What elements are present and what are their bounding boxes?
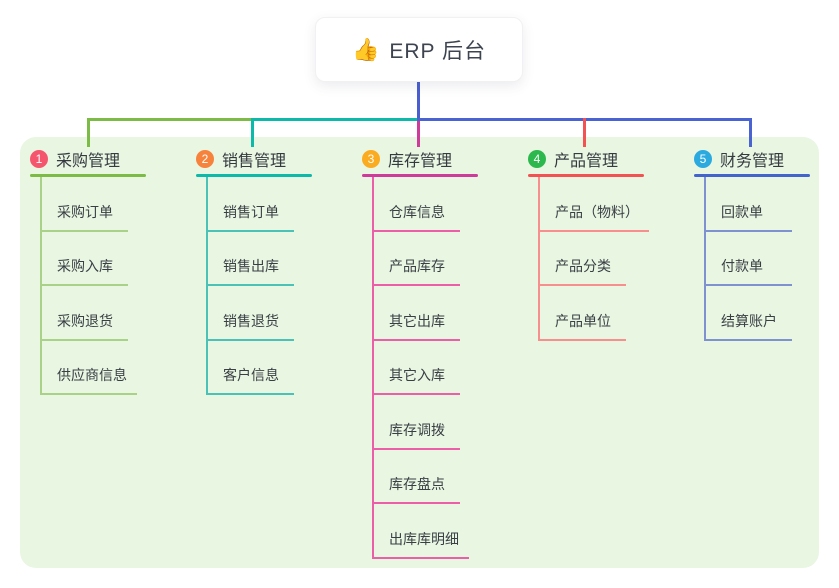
branch-label: 库存管理	[388, 153, 453, 170]
child-node[interactable]: 供应商信息	[42, 341, 137, 395]
branch-node-sales[interactable]: 2 销售管理	[196, 147, 356, 171]
connector-drop-branch3	[417, 121, 420, 147]
child-node[interactable]: 销售订单	[208, 177, 294, 232]
child-node[interactable]: 销售退货	[208, 286, 294, 341]
child-node[interactable]: 产品库存	[374, 232, 460, 286]
child-node[interactable]: 库存盘点	[374, 450, 460, 504]
child-node[interactable]: 其它出库	[374, 286, 460, 341]
badge-5: 5	[694, 150, 712, 168]
branch-underline	[694, 174, 810, 177]
child-node[interactable]: 出库库明细	[374, 504, 469, 559]
children-group: 回款单 付款单 结算账户	[704, 177, 839, 341]
child-node[interactable]: 采购订单	[42, 177, 128, 232]
branch-node-finance[interactable]: 5 财务管理	[694, 147, 839, 171]
branch-product: 4 产品管理 产品（物料） 产品分类 产品单位	[528, 147, 688, 341]
badge-1: 1	[30, 150, 48, 168]
children-group: 采购订单 采购入库 采购退货 供应商信息	[40, 177, 190, 395]
branch-sales: 2 销售管理 销售订单 销售出库 销售退货 客户信息	[196, 147, 356, 395]
child-node[interactable]: 采购退货	[42, 286, 128, 341]
root-stem-line	[417, 82, 420, 119]
connector-horizontal-branch2	[252, 118, 420, 121]
children-group: 销售订单 销售出库 销售退货 客户信息	[206, 177, 356, 395]
badge-3: 3	[362, 150, 380, 168]
child-node[interactable]: 库存调拨	[374, 395, 460, 450]
branch-underline	[196, 174, 312, 177]
child-node[interactable]: 产品单位	[540, 286, 626, 341]
branch-label: 销售管理	[222, 153, 287, 170]
branch-node-product[interactable]: 4 产品管理	[528, 147, 688, 171]
child-node[interactable]: 客户信息	[208, 341, 294, 395]
child-node[interactable]: 销售出库	[208, 232, 294, 286]
child-node[interactable]: 采购入库	[42, 232, 128, 286]
child-node[interactable]: 产品（物料）	[540, 177, 649, 232]
connector-drop-branch1	[87, 118, 90, 147]
root-title: ERP 后台	[389, 39, 487, 63]
branch-underline	[362, 174, 478, 177]
badge-2: 2	[196, 150, 214, 168]
root-node-erp[interactable]: 👍 ERP 后台	[315, 17, 523, 82]
child-node[interactable]: 付款单	[706, 232, 792, 286]
child-node[interactable]: 其它入库	[374, 341, 460, 395]
badge-4: 4	[528, 150, 546, 168]
branch-inventory: 3 库存管理 仓库信息 产品库存 其它出库 其它入库 库存调拨 库存盘点 出库库…	[362, 147, 522, 559]
child-node[interactable]: 结算账户	[706, 286, 792, 341]
branch-underline	[30, 174, 146, 177]
connector-drop-branch4	[583, 118, 586, 147]
branch-label: 采购管理	[56, 153, 121, 170]
branch-finance: 5 财务管理 回款单 付款单 结算账户	[694, 147, 839, 341]
child-node[interactable]: 仓库信息	[374, 177, 460, 232]
child-node[interactable]: 产品分类	[540, 232, 626, 286]
connector-drop-branch5	[749, 118, 752, 147]
children-group: 仓库信息 产品库存 其它出库 其它入库 库存调拨 库存盘点 出库库明细	[372, 177, 522, 559]
branch-underline	[528, 174, 644, 177]
branch-label: 财务管理	[720, 153, 785, 170]
child-node[interactable]: 回款单	[706, 177, 792, 232]
branch-node-inventory[interactable]: 3 库存管理	[362, 147, 522, 171]
branches-background-panel	[20, 137, 819, 568]
connector-drop-branch2	[251, 118, 254, 147]
branch-procurement: 1 采购管理 采购订单 采购入库 采购退货 供应商信息	[30, 147, 190, 395]
thumbs-up-icon: 👍	[351, 36, 380, 62]
branch-label: 产品管理	[554, 153, 619, 170]
children-group: 产品（物料） 产品分类 产品单位	[538, 177, 688, 341]
branch-node-procurement[interactable]: 1 采购管理	[30, 147, 190, 171]
connector-horizontal-branch1	[87, 118, 255, 121]
